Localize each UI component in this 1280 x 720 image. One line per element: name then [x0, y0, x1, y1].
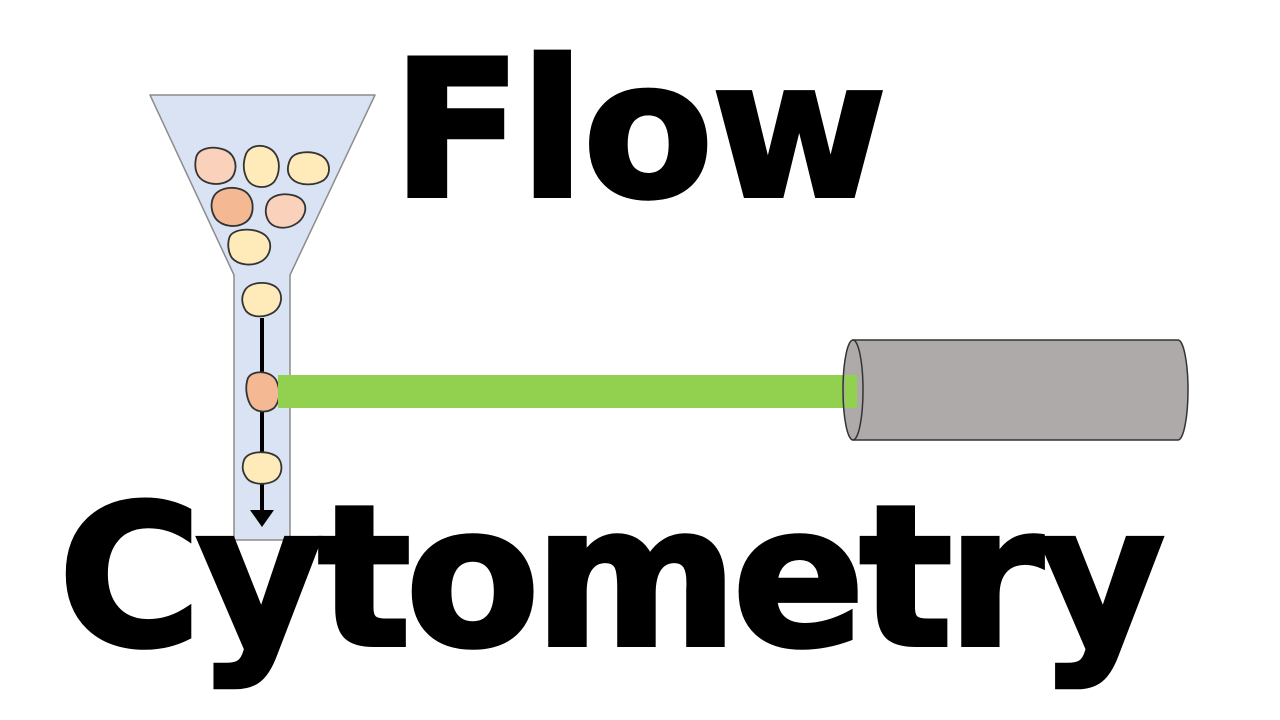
cell-icon [287, 151, 330, 186]
laser-beam-tip [845, 375, 857, 408]
cell-icon [194, 146, 237, 185]
laser-cylinder-icon [842, 339, 1189, 441]
cell-icon [242, 144, 280, 188]
funnel-cells [194, 144, 330, 266]
title-line-cytometry: Cytometry [56, 464, 1167, 692]
funnel-icon [149, 94, 376, 541]
cell-icon [227, 228, 272, 266]
cell-icon [264, 193, 307, 229]
capillary-cells-lower [241, 371, 283, 485]
title-line-flow: Flow [390, 20, 889, 241]
capillary-cells [241, 281, 282, 318]
cell-icon [245, 371, 281, 413]
cell-icon [241, 451, 283, 485]
cell-icon [210, 186, 254, 227]
laser-beam [278, 375, 858, 408]
cell-icon [241, 281, 282, 318]
